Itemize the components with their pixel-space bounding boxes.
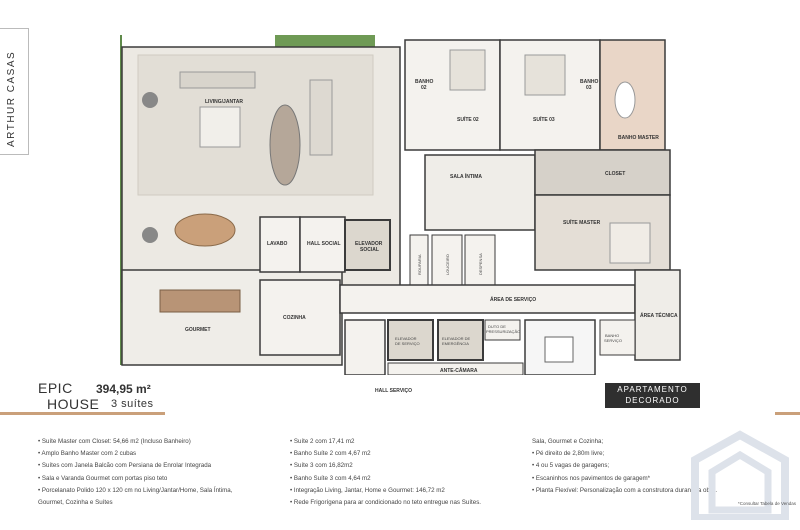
label-suite-master: SUÍTE MASTER [563, 218, 601, 226]
total-area: 394,95 m² [96, 382, 151, 396]
label-hall-social: HALL SOCIAL [307, 241, 341, 247]
label-elevador-servico-2: DE SERVIÇO [395, 341, 420, 346]
accent-divider-right [775, 412, 800, 415]
label-elevador-emergencia: ELEVADOR DE [442, 336, 470, 341]
apartment-badge: APARTAMENTO DECORADO [605, 383, 700, 408]
label-banho03: BANHO [580, 79, 598, 85]
feature-item: • Suíte 2 com 17,41 m2 [290, 438, 355, 445]
feature-item: • Planta Flexível: Personalização com a … [532, 486, 718, 494]
project-title-line1: EPIC [38, 380, 73, 396]
bed-master [609, 222, 651, 264]
feature-item: Gourmet, Cozinha e Suítes [38, 499, 113, 507]
feature-item: • Suíte 3 com 16,82m2 [290, 462, 353, 470]
label-suite02: SUÍTE 02 [457, 115, 479, 123]
label-banho03-num: 03 [586, 85, 592, 91]
label-banho-servico-2: SERVIÇO [604, 338, 622, 343]
label-rouparia: ROUPARIA [417, 254, 422, 275]
accent-divider-left [0, 412, 165, 415]
label-banho-master: BANHO MASTER [618, 135, 659, 141]
label-duto-2: PRESSURIZAÇÃO [486, 329, 520, 334]
label-elevador-emergencia-2: EMERGÊNCIA [442, 341, 469, 346]
sala-intima-room [424, 154, 536, 231]
floor-plan: LIVING/JANTAR BANHO 02 BANHO 03 SUÍTE 02… [120, 35, 681, 375]
feature-item: • Suíte Master com Closet: 54,66 m2 (Inc… [38, 438, 191, 445]
bed-suite02 [449, 49, 486, 91]
planter-circle-1 [142, 92, 158, 108]
footnote: *Consultar Tabela de Vendas [738, 501, 796, 506]
label-gourmet: GOURMET [185, 327, 211, 333]
badge-line1: APARTAMENTO [617, 385, 688, 394]
feature-item: • Integração Living, Jantar, Home e Gour… [290, 486, 445, 494]
sofa [179, 71, 256, 89]
label-banho02: BANHO [415, 79, 433, 85]
label-elevador-social: ELEVADOR [355, 241, 383, 247]
feature-item: • Rede Frigorígena para ar condicionado … [290, 499, 482, 507]
features-col2: • Suíte 2 com 17,41 m2 • Banho Suíte 2 c… [290, 436, 481, 509]
label-area-tecnica: ÁREA TÉCNICA [640, 311, 678, 319]
label-suite03: SUÍTE 03 [533, 115, 555, 123]
feature-item: • Sala e Varanda Gourmet com portas piso… [38, 474, 168, 482]
hall-servico-text: HALL SERVIÇO [375, 388, 413, 394]
ante-camara-room [387, 362, 524, 375]
features-col3: Sala, Gourmet e Cozinha; • Pé direito de… [532, 436, 717, 497]
label-ante-camara: ANTE-CÂMARA [440, 367, 478, 374]
feature-item: • Banho Suíte 3 com 4,64 m2 [290, 474, 371, 482]
label-sala-intima: SALA ÍNTIMA [450, 172, 482, 180]
label-banho02-num: 02 [421, 85, 427, 91]
label-duto: DUTO DE [488, 324, 506, 329]
project-title-line2: HOUSE [47, 396, 100, 412]
cozinha-room [259, 279, 341, 356]
feature-item: • Suítes com Janela Balcão com Persiana … [38, 462, 212, 470]
label-living: LIVING/JANTAR [205, 99, 243, 105]
features-col1: • Suíte Master com Closet: 54,66 m2 (Inc… [38, 436, 232, 509]
label-banho-servico: BANHO [605, 333, 619, 338]
label-elevador-servico: ELEVADOR [395, 336, 417, 341]
label-cozinha: COZINHA [283, 315, 306, 321]
area-tecnica-room [634, 269, 681, 361]
label-louceiro: LOUCEIRO [445, 254, 450, 275]
planter-circle-2 [142, 227, 158, 243]
closet-room [534, 149, 671, 196]
louceiro-room [431, 234, 463, 286]
feature-item: • Escaninhos nos pavimentos de garagem* [532, 474, 651, 482]
sofa-2 [309, 79, 333, 156]
brand-name: ARTHUR CASAS [6, 50, 17, 147]
feature-item: • Porcelanato Polido 120 x 120 cm no Liv… [38, 486, 233, 494]
label-closet: CLOSET [605, 171, 625, 177]
house-logo-icon [691, 430, 789, 520]
area-servico-room [339, 284, 636, 314]
label-lavabo: LAVABO [267, 241, 287, 247]
bathtub [614, 81, 636, 119]
planter-left [120, 35, 122, 365]
lavabo-room [259, 216, 301, 273]
banho-servico-room [599, 319, 636, 356]
elevador-social-room [344, 219, 391, 271]
hall-social-room [299, 216, 346, 273]
label-area-servico: ÁREA DE SERVIÇO [490, 296, 536, 303]
hall-servico-room [344, 319, 386, 375]
feature-item: • 4 ou 5 vagas de garagens; [532, 462, 610, 470]
planter-top [275, 35, 375, 47]
lounge-table [269, 104, 301, 186]
bed-suite03 [524, 54, 566, 96]
elevador-servico-room [387, 319, 434, 361]
feature-item: • Amplo Banho Master com 2 cubas [38, 450, 137, 458]
gourmet-counter [159, 289, 241, 313]
elevador-emergencia-room [437, 319, 484, 361]
stair-inner [544, 336, 574, 363]
feature-item: • Pé direito de 2,80m livre; [532, 450, 605, 458]
coffee-table [199, 106, 241, 148]
dining-table [174, 213, 236, 247]
suites-count: 3 suítes [111, 398, 154, 410]
label-elevador-social-2: SOCIAL [360, 247, 379, 253]
duto-room [484, 319, 521, 341]
brand-tag: ARTHUR CASAS [0, 28, 29, 155]
label-despensa: DESPENSA [478, 253, 483, 275]
badge-line2: DECORADO [625, 396, 680, 405]
feature-item: • Banho Suíte 2 com 4,67 m2 [290, 450, 371, 458]
feature-item: Sala, Gourmet e Cozinha; [532, 438, 604, 445]
